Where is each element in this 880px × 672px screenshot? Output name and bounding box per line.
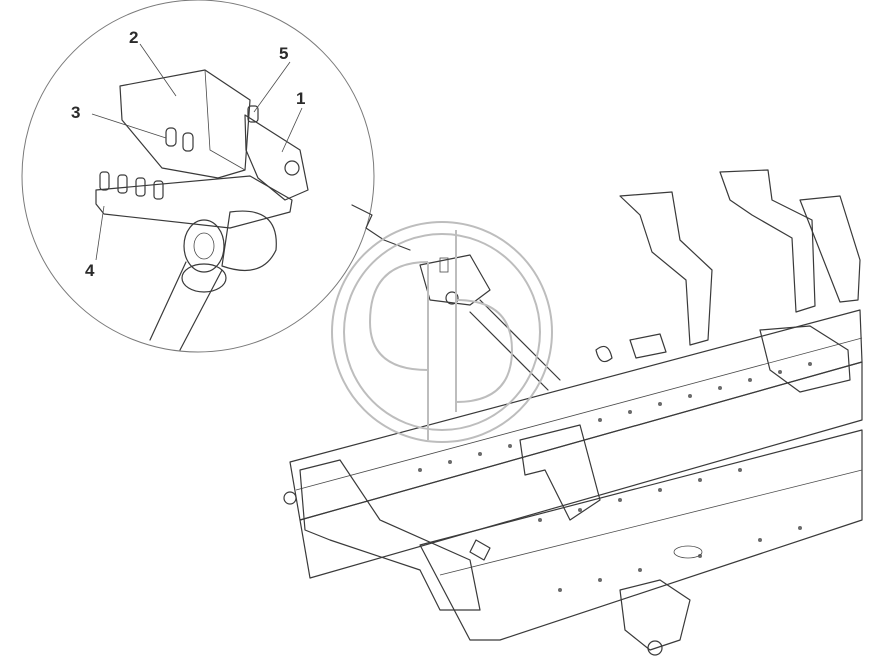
callout-leaders <box>91 43 303 261</box>
callout-3: 3 <box>71 103 81 122</box>
truck-frame <box>283 169 863 656</box>
detail-circle <box>21 0 375 353</box>
callout-1: 1 <box>296 89 306 108</box>
callout-2: 2 <box>129 28 139 47</box>
callout-4: 4 <box>85 261 95 280</box>
detail-leader-line <box>351 204 411 251</box>
bracket-studs <box>165 127 194 152</box>
bracket-plate <box>119 69 251 179</box>
bracket-screw <box>247 105 259 123</box>
logo-watermark-icon <box>331 221 553 443</box>
detail-view <box>21 0 411 353</box>
bushing <box>221 210 277 272</box>
rod <box>149 261 223 351</box>
callout-5: 5 <box>279 44 289 63</box>
bracket-arm <box>244 114 309 201</box>
rail-rivets <box>418 362 812 592</box>
base-studs <box>99 171 164 200</box>
base-plate <box>95 175 293 229</box>
